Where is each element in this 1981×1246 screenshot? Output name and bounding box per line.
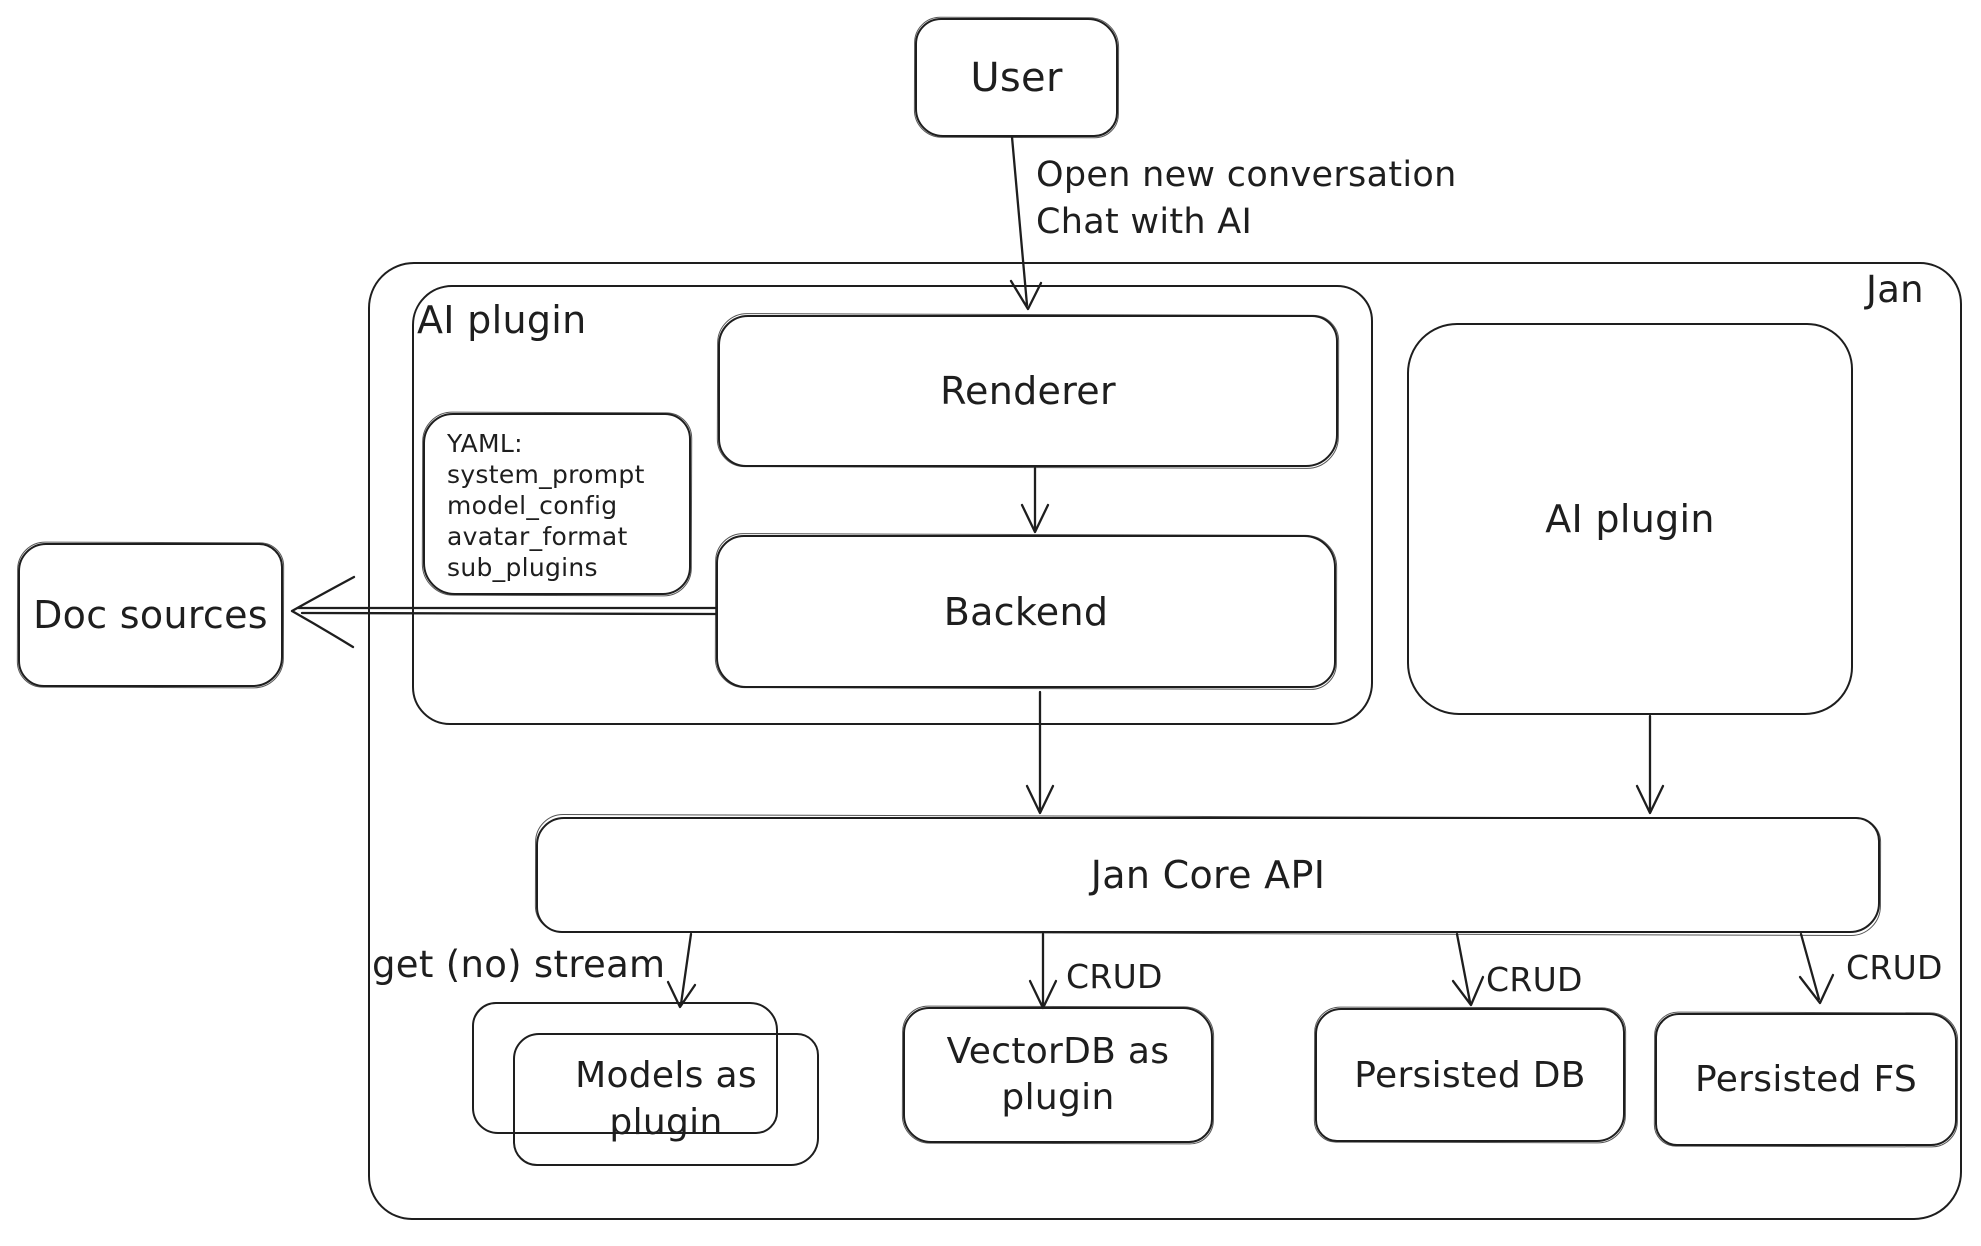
- doc-sources-node: Doc sources: [18, 543, 283, 687]
- jan-core-api-label: Jan Core API: [1090, 853, 1326, 897]
- user-edge-line1: Open new conversation: [1036, 155, 1457, 195]
- yaml-line: model_config: [447, 491, 618, 520]
- persisted-db-node: Persisted DB: [1315, 1008, 1625, 1142]
- renderer-label: Renderer: [940, 369, 1116, 413]
- user-edge-line2: Chat with AI: [1036, 202, 1253, 242]
- yaml-line: system_prompt: [447, 460, 645, 489]
- jan-core-api-node: Jan Core API: [536, 817, 1880, 933]
- persisted-db-label: Persisted DB: [1354, 1054, 1586, 1096]
- user-node: User: [915, 18, 1118, 137]
- vectordb-label: VectorDB as plugin: [946, 1030, 1170, 1118]
- models-node: Models as plugin: [513, 1033, 819, 1166]
- vectordb-node: VectorDB as plugin: [903, 1007, 1213, 1143]
- persisted-fs-node: Persisted FS: [1655, 1013, 1957, 1146]
- ai-plugin-node: AI plugin: [1407, 323, 1853, 715]
- jan-container: [368, 262, 1962, 1220]
- backend-node: Backend: [716, 535, 1336, 688]
- doc-sources-label: Doc sources: [33, 593, 268, 637]
- yaml-line: YAML:: [447, 429, 523, 458]
- backend-label: Backend: [943, 589, 1109, 634]
- models-label: Models as plugin: [575, 1055, 757, 1143]
- get-stream-label: get (no) stream: [372, 943, 666, 986]
- yaml-line: avatar_format: [447, 522, 628, 551]
- renderer-node: Renderer: [718, 315, 1338, 467]
- ai-plugin-container: [412, 285, 1373, 725]
- user-edge-label: Open new conversation Chat with AI: [1036, 152, 1457, 246]
- crud-persisted-db-label: CRUD: [1486, 960, 1583, 999]
- crud-vectordb-label: CRUD: [1066, 957, 1163, 996]
- user-label: User: [970, 54, 1063, 101]
- jan-label: Jan: [1866, 268, 1924, 311]
- ai-plugin-label: AI plugin: [1545, 497, 1715, 541]
- ai-plugin-container-label: AI plugin: [417, 298, 587, 342]
- yaml-note: YAML: system_prompt model_config avatar_…: [423, 413, 691, 595]
- models-node-back: [472, 1002, 778, 1134]
- crud-persisted-fs-label: CRUD: [1846, 948, 1943, 987]
- persisted-fs-label: Persisted FS: [1695, 1059, 1917, 1100]
- yaml-line: sub_plugins: [447, 553, 598, 582]
